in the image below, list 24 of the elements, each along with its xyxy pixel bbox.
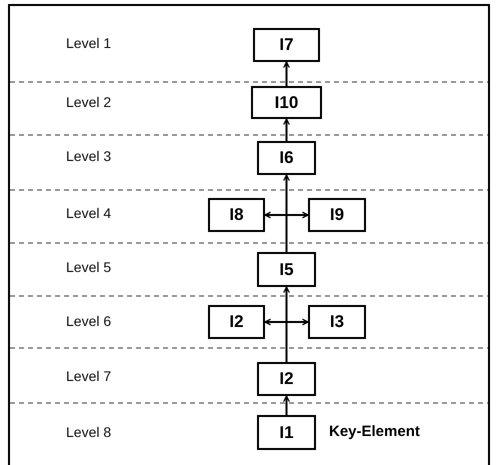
element-box: I8 xyxy=(208,198,265,232)
node-annotation: Key-Element xyxy=(329,423,420,440)
arrow xyxy=(283,174,290,252)
element-box: I10 xyxy=(251,86,322,119)
element-box: I9 xyxy=(308,198,366,232)
arrow xyxy=(283,61,290,86)
level-label: Level 2 xyxy=(66,94,112,110)
arrow xyxy=(283,286,290,362)
level-label: Level 4 xyxy=(66,205,112,221)
level-label: Level 1 xyxy=(66,35,112,51)
level-label: Level 8 xyxy=(66,424,112,440)
element-box: I1 xyxy=(257,415,316,450)
level-label: Level 3 xyxy=(66,148,112,164)
element-box: I2 xyxy=(208,305,265,339)
level-label: Level 6 xyxy=(66,313,112,329)
element-box: I6 xyxy=(257,141,316,175)
element-box: I2 xyxy=(257,362,316,396)
element-box: I3 xyxy=(308,305,366,339)
level-label: Level 5 xyxy=(66,259,112,275)
arrow xyxy=(283,118,290,141)
element-box: I5 xyxy=(257,252,316,287)
arrow xyxy=(283,395,290,415)
element-box: I7 xyxy=(253,28,320,62)
level-label: Level 7 xyxy=(66,368,112,384)
